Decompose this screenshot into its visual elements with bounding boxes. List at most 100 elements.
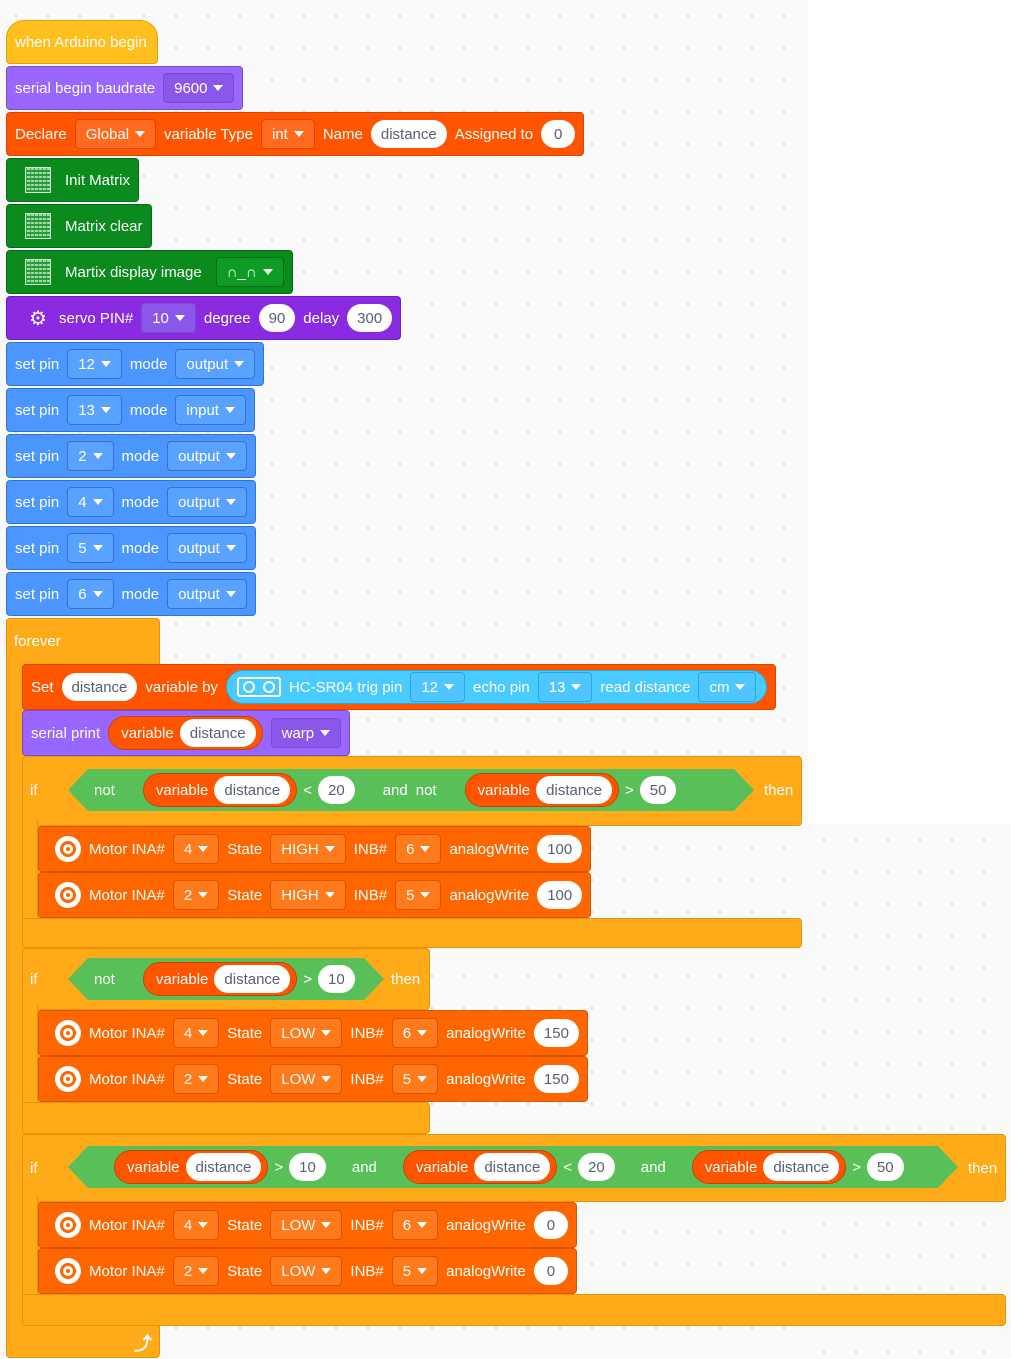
compare-value-input[interactable]: 50 [640, 776, 677, 804]
inb-dropdown[interactable]: 5 [391, 1256, 439, 1286]
inb-dropdown[interactable]: 5 [391, 1064, 439, 1094]
set-pin-block[interactable]: set pin 13 mode input [6, 388, 255, 432]
echo-pin-dropdown[interactable]: 13 [537, 672, 593, 702]
motor-block[interactable]: Motor INA# 2 State LOW INB# 5 analogWrit… [38, 1248, 577, 1294]
ina-dropdown[interactable]: 4 [172, 1018, 220, 1048]
variable-reporter[interactable]: variable distance [108, 716, 263, 750]
servo-block[interactable]: ⚙ servo PIN# 10 degree 90 delay 300 [6, 296, 402, 340]
matrix-clear-block[interactable]: Matrix clear [6, 204, 152, 248]
variable-reporter[interactable]: variable distance [143, 773, 297, 807]
variable-name[interactable]: distance [214, 776, 290, 804]
variable-reporter[interactable]: variable distance [692, 1150, 846, 1184]
pin-dropdown[interactable]: 6 [67, 579, 114, 609]
state-dropdown[interactable]: LOW [270, 1256, 343, 1286]
motor-block[interactable]: Motor INA# 2 State HIGH INB# 5 analogWri… [38, 872, 592, 918]
ina-dropdown[interactable]: 2 [172, 880, 220, 910]
pin-dropdown[interactable]: 13 [67, 395, 122, 425]
mode-dropdown[interactable]: output [167, 441, 247, 471]
variable-name[interactable]: distance [474, 1153, 550, 1181]
ina-dropdown[interactable]: 2 [172, 1256, 220, 1286]
variable-name[interactable]: distance [179, 719, 256, 747]
set-pin-block[interactable]: set pin 5 mode output [6, 526, 256, 570]
mode-dropdown[interactable]: output [167, 487, 247, 517]
variable-reporter[interactable]: variable distance [403, 1150, 557, 1184]
baudrate-dropdown[interactable]: 9600 [163, 73, 235, 103]
assigned-value-input[interactable]: 0 [541, 120, 576, 148]
inb-dropdown[interactable]: 6 [391, 1210, 439, 1240]
inb-dropdown[interactable]: 6 [391, 1018, 439, 1048]
variable-reporter[interactable]: variable distance [114, 1150, 268, 1184]
analogwrite-input[interactable]: 150 [533, 1065, 579, 1093]
analogwrite-input[interactable]: 0 [533, 1257, 568, 1285]
less-than-condition[interactable]: variable distance < 20 [123, 770, 375, 810]
motor-block[interactable]: Motor INA# 2 State LOW INB# 5 analogWrit… [38, 1056, 588, 1102]
set-variable-block[interactable]: Set distance variable by HC-SR04 trig pi… [22, 664, 777, 710]
greater-than-condition[interactable]: variable distance > 50 [672, 1147, 924, 1187]
state-dropdown[interactable]: HIGH [270, 880, 346, 910]
serial-begin-block[interactable]: serial begin baudrate 9600 [6, 66, 244, 110]
pin-dropdown[interactable]: 12 [67, 349, 122, 379]
mode-dropdown[interactable]: output [167, 533, 247, 563]
set-pin-block[interactable]: set pin 6 mode output [6, 572, 256, 616]
scope-dropdown[interactable]: Global [74, 119, 157, 149]
name-input[interactable]: distance [370, 120, 447, 148]
degree-input[interactable]: 90 [258, 304, 296, 332]
pin-dropdown[interactable]: 4 [67, 487, 114, 517]
state-dropdown[interactable]: LOW [270, 1018, 343, 1048]
pin-dropdown[interactable]: 5 [67, 533, 114, 563]
inb-dropdown[interactable]: 6 [395, 834, 442, 864]
matrix-display-image-block[interactable]: Martix display image ∩_∩ [6, 250, 293, 294]
type-dropdown[interactable]: int [261, 119, 315, 149]
analogwrite-input[interactable]: 150 [533, 1019, 579, 1047]
warp-dropdown[interactable]: warp [270, 718, 342, 748]
hc-sr04-reporter[interactable]: HC-SR04 trig pin 12 echo pin 13 read dis… [225, 670, 768, 704]
compare-value-input[interactable]: 20 [578, 1153, 615, 1181]
ina-dropdown[interactable]: 2 [172, 1064, 220, 1094]
variable-name-input[interactable]: distance [61, 673, 138, 701]
greater-than-condition[interactable]: variable distance > 10 [94, 1147, 346, 1187]
and-condition[interactable]: not variable distance < 20 and not varia… [68, 769, 754, 811]
when-arduino-begin-block[interactable]: when Arduino begin [6, 20, 158, 64]
servo-pin-dropdown[interactable]: 10 [141, 303, 196, 333]
state-dropdown[interactable]: LOW [270, 1064, 343, 1094]
analogwrite-input[interactable]: 0 [533, 1211, 568, 1239]
variable-name[interactable]: distance [214, 965, 290, 993]
variable-name[interactable]: distance [186, 1153, 262, 1181]
compare-value-input[interactable]: 10 [289, 1153, 326, 1181]
compare-value-input[interactable]: 10 [318, 965, 355, 993]
state-dropdown[interactable]: HIGH [270, 834, 346, 864]
set-pin-block[interactable]: set pin 12 mode output [6, 342, 265, 386]
compare-value-input[interactable]: 20 [318, 776, 355, 804]
mode-dropdown[interactable]: output [175, 349, 256, 379]
and-and-condition[interactable]: variable distance > 10 and variable dist… [68, 1146, 958, 1188]
delay-input[interactable]: 300 [347, 304, 393, 332]
ina-dropdown[interactable]: 4 [172, 1210, 220, 1240]
greater-than-condition[interactable]: variable distance > 10 [123, 959, 375, 999]
not-condition[interactable]: not variable distance > 10 [68, 958, 384, 1000]
inb-dropdown[interactable]: 5 [395, 880, 442, 910]
mode-dropdown[interactable]: input [175, 395, 246, 425]
less-than-condition[interactable]: variable distance < 20 [383, 1147, 635, 1187]
set-pin-block[interactable]: set pin 2 mode output [6, 434, 256, 478]
greater-than-condition[interactable]: variable distance > 50 [445, 770, 697, 810]
trig-pin-dropdown[interactable]: 12 [410, 672, 465, 702]
state-dropdown[interactable]: LOW [270, 1210, 343, 1240]
serial-print-block[interactable]: serial print variable distance warp [22, 710, 351, 756]
mode-dropdown[interactable]: output [167, 579, 247, 609]
motor-block[interactable]: Motor INA# 4 State LOW INB# 6 analogWrit… [38, 1202, 577, 1248]
motor-block[interactable]: Motor INA# 4 State LOW INB# 6 analogWrit… [38, 1010, 588, 1056]
variable-name[interactable]: distance [536, 776, 612, 804]
motor-block[interactable]: Motor INA# 4 State HIGH INB# 6 analogWri… [38, 826, 592, 872]
variable-reporter[interactable]: variable distance [143, 962, 297, 996]
analogwrite-input[interactable]: 100 [537, 881, 583, 909]
set-pin-block[interactable]: set pin 4 mode output [6, 480, 256, 524]
ina-dropdown[interactable]: 4 [172, 834, 220, 864]
declare-variable-block[interactable]: Declare Global variable Type int Name di… [6, 112, 585, 156]
image-dropdown[interactable]: ∩_∩ [215, 257, 284, 287]
analogwrite-input[interactable]: 100 [537, 835, 583, 863]
variable-name[interactable]: distance [763, 1153, 839, 1181]
compare-value-input[interactable]: 50 [867, 1153, 904, 1181]
init-matrix-block[interactable]: Init Matrix [6, 158, 140, 202]
unit-dropdown[interactable]: cm [698, 672, 757, 702]
variable-reporter[interactable]: variable distance [465, 773, 619, 807]
